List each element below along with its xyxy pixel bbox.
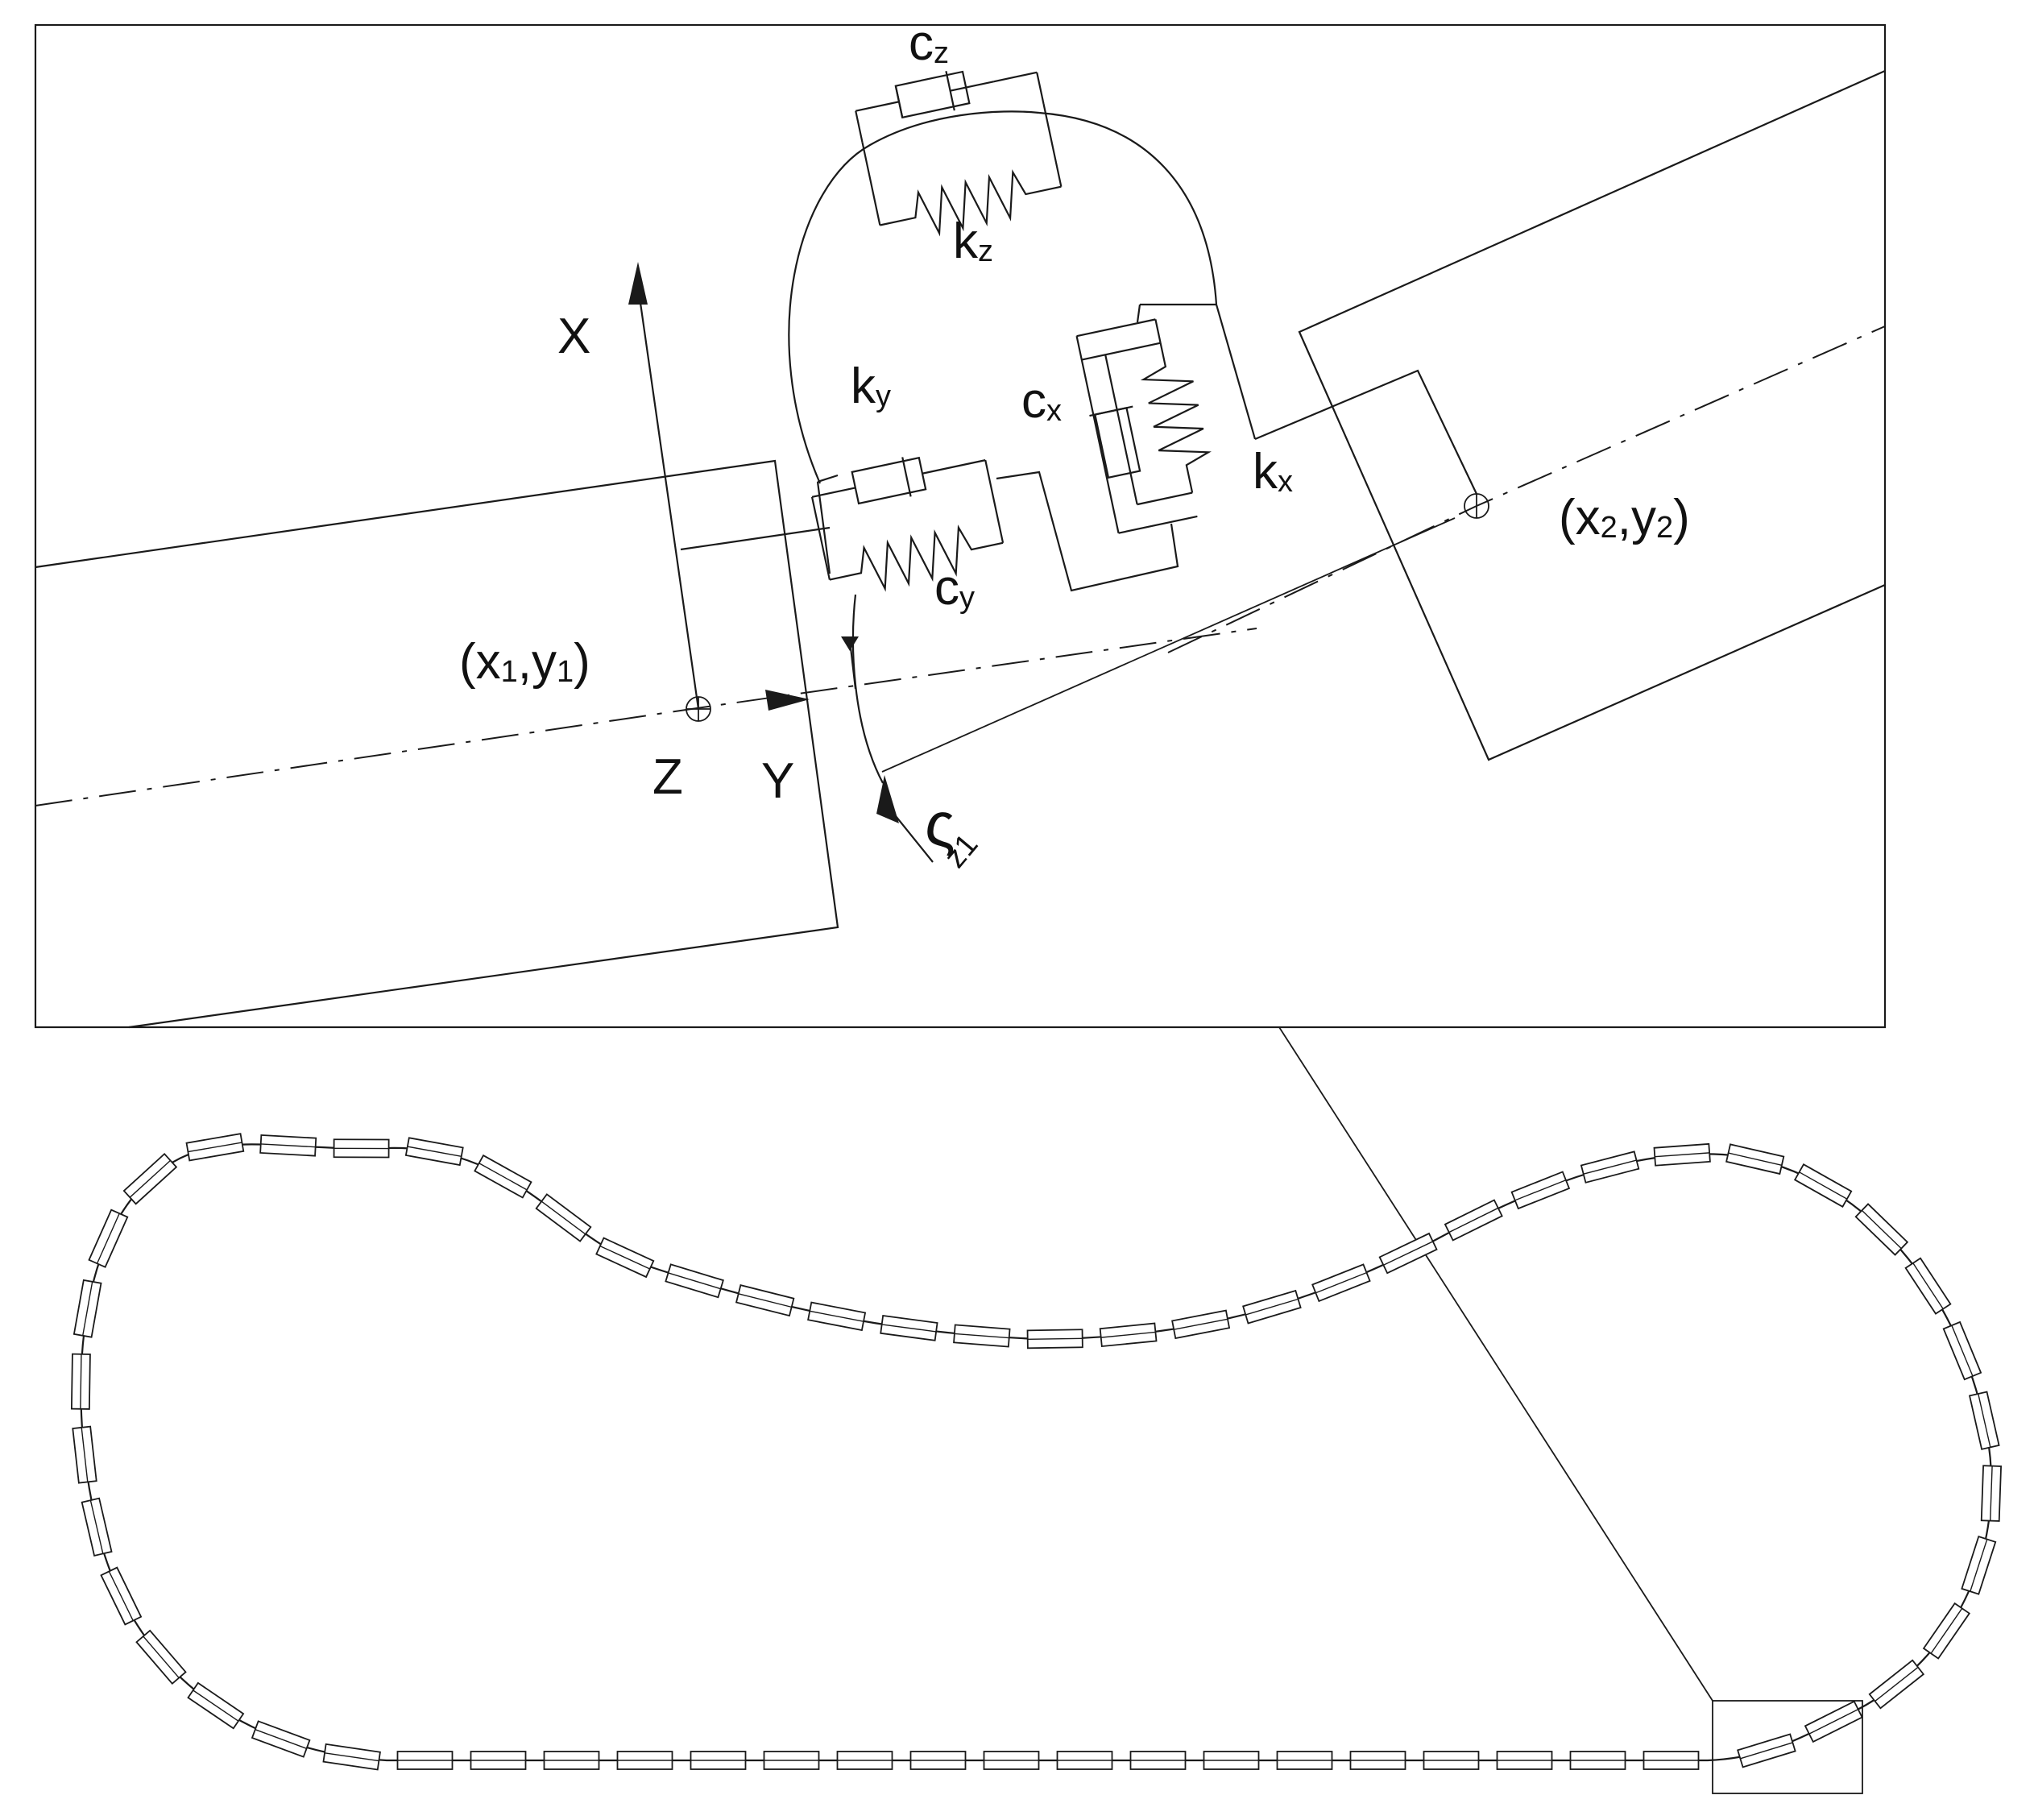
chain-link-centerline bbox=[1245, 1298, 1299, 1316]
kz-spring bbox=[880, 169, 1062, 237]
label-kx: kx bbox=[1253, 444, 1293, 500]
chain-link-centerline bbox=[1728, 1152, 1782, 1166]
chain-link-centerline bbox=[407, 1146, 462, 1157]
label-point-1: (x1,y1) bbox=[459, 634, 590, 690]
cx-damper bbox=[1094, 406, 1141, 479]
chain-link-centerline bbox=[1799, 1171, 1848, 1200]
chain-link-centerline bbox=[668, 1272, 721, 1290]
chain-link-centerline bbox=[1970, 1539, 1988, 1592]
ky-cy-left-plate bbox=[816, 481, 831, 574]
chain-link-centerline bbox=[1655, 1152, 1710, 1158]
label-axis-z: Z bbox=[652, 749, 683, 805]
chain-link-centerline bbox=[1448, 1207, 1499, 1233]
cy-spring bbox=[829, 524, 1004, 592]
chain-link-centerline bbox=[1990, 1466, 1993, 1521]
chain-link-centerline bbox=[255, 1729, 307, 1749]
label-theta: ς bbox=[925, 789, 955, 860]
detail-frame bbox=[34, 23, 1887, 1029]
chain-link-centerline bbox=[1951, 1325, 1974, 1377]
cz-kz-assembly bbox=[855, 70, 1063, 237]
rotation-arc bbox=[851, 594, 884, 784]
label-cx: cx bbox=[1021, 373, 1062, 429]
chain-link-centerline bbox=[1740, 1742, 1793, 1760]
cx-kx-assembly bbox=[1075, 318, 1212, 534]
chain-link-centerline bbox=[188, 1142, 242, 1153]
chain-link-centerline bbox=[82, 1281, 93, 1336]
ky-damper bbox=[851, 456, 927, 505]
label-cz: cz bbox=[909, 15, 949, 71]
left-link-body bbox=[35, 459, 839, 1029]
left-link-centerline bbox=[35, 628, 1257, 806]
zoom-connector-line bbox=[1278, 1026, 1713, 1702]
cz-damper bbox=[894, 70, 971, 119]
chain-link-centerline bbox=[810, 1310, 864, 1322]
chain-link-centerline bbox=[1583, 1159, 1637, 1175]
chain-link-centerline bbox=[96, 1213, 120, 1264]
label-axis-x: X bbox=[557, 309, 590, 364]
chain-link-centerline bbox=[89, 1500, 104, 1554]
kz-loop-right bbox=[1038, 111, 1257, 440]
chain-link-centerline bbox=[1514, 1179, 1567, 1201]
chain-link-centerline bbox=[1383, 1241, 1434, 1266]
chain-link-centerline bbox=[1978, 1393, 1991, 1448]
chain-link-centerline bbox=[1861, 1209, 1902, 1250]
chain-links bbox=[70, 1133, 2003, 1771]
x-axis-arrowhead bbox=[628, 262, 648, 305]
detail-view bbox=[34, 23, 1887, 1029]
chain-link-centerline bbox=[193, 1689, 239, 1722]
chain-link-centerline bbox=[1875, 1666, 1919, 1702]
chain-link-centerline bbox=[1100, 1331, 1156, 1338]
ky-cy-assembly bbox=[810, 456, 1005, 592]
chain-link-centerline bbox=[599, 1245, 650, 1270]
labels: cz kz ky cx kx cy X Y Z ς z1 (x1,y1) (x2… bbox=[459, 15, 1690, 874]
label-cy: cy bbox=[934, 560, 975, 616]
chain-link-centerline bbox=[81, 1427, 89, 1482]
chain-link-centerline bbox=[260, 1143, 316, 1148]
chain-link-centerline bbox=[881, 1324, 937, 1333]
chain-link-centerline bbox=[143, 1636, 180, 1679]
track-overview bbox=[70, 1133, 2003, 1794]
left-bracket-top bbox=[680, 526, 831, 551]
chain-link-centerline bbox=[129, 1159, 172, 1198]
right-link-body bbox=[1298, 69, 1886, 761]
label-ky: ky bbox=[851, 359, 891, 414]
chain-link-centerline bbox=[478, 1163, 528, 1191]
chain-link-centerline bbox=[541, 1200, 586, 1235]
chain-link-centerline bbox=[108, 1571, 134, 1621]
label-axis-y: Y bbox=[761, 753, 794, 809]
rotation-arrowhead-bottom bbox=[876, 775, 899, 823]
zoom-region-box bbox=[1712, 1700, 1863, 1794]
kz-loop-left bbox=[788, 110, 1040, 484]
chain-link-centerline bbox=[1174, 1318, 1228, 1330]
right-bracket bbox=[1254, 369, 1477, 495]
chain-link-centerline bbox=[738, 1293, 792, 1308]
label-kz: kz bbox=[953, 214, 993, 269]
kx-spring bbox=[1140, 342, 1212, 493]
chain-link-centerline bbox=[1912, 1262, 1944, 1310]
chain-link-centerline bbox=[1930, 1607, 1963, 1654]
track-centerline bbox=[80, 1143, 1993, 1762]
label-point-2: (x2,y2) bbox=[1559, 490, 1690, 545]
chain-link-centerline bbox=[324, 1752, 379, 1762]
connector-bracket bbox=[996, 471, 1179, 592]
chain-link-centerline bbox=[1027, 1337, 1083, 1341]
center-marker-2 bbox=[1464, 493, 1489, 519]
right-link-lower-edge bbox=[881, 517, 1456, 773]
y-axis-arrowhead bbox=[765, 690, 810, 711]
chain-link-centerline bbox=[954, 1333, 1009, 1339]
chain-link-centerline bbox=[1808, 1709, 1859, 1735]
chain-link-centerline bbox=[1315, 1271, 1367, 1294]
x-axis-line bbox=[636, 285, 700, 710]
